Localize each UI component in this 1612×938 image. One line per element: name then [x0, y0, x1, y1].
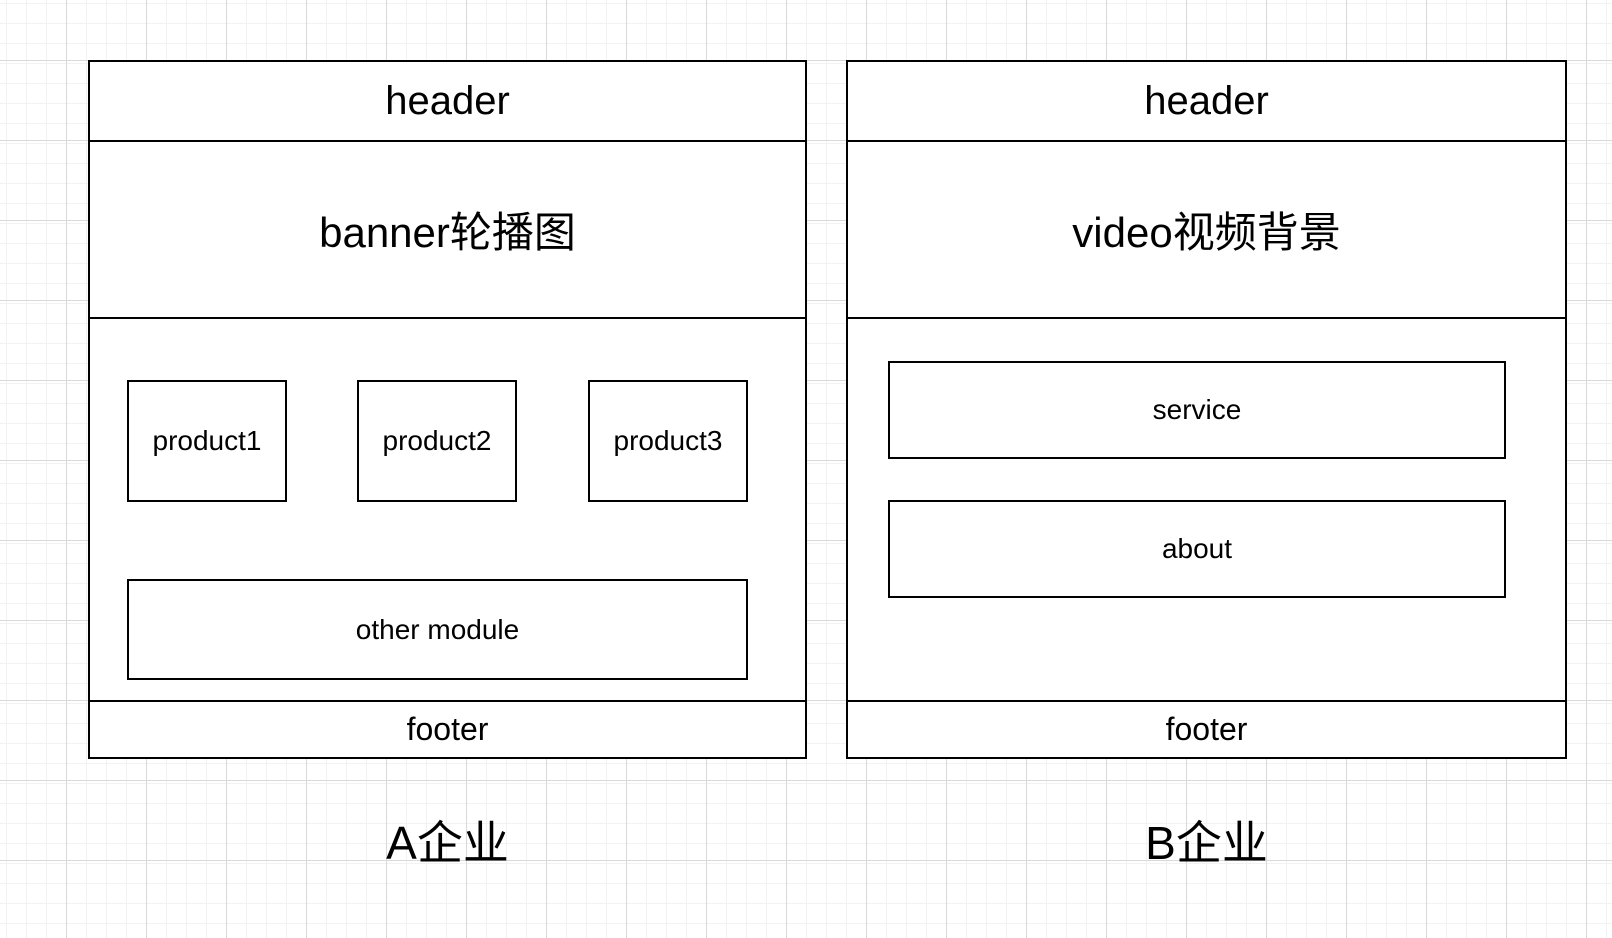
wireframe-b-caption-label: B企业 — [1145, 817, 1268, 869]
wireframe-a-footer-label: footer — [406, 711, 489, 747]
product2-label: product2 — [382, 425, 492, 456]
about-box: about — [888, 500, 1506, 598]
wireframe-a-caption: A企业 — [88, 800, 807, 880]
wireframe-a-header-label: header — [385, 78, 510, 123]
wireframe-b-caption: B企业 — [846, 800, 1567, 880]
wireframe-a-banner-band: banner轮播图 — [90, 142, 805, 319]
wireframe-b-header-label: header — [1144, 78, 1269, 123]
product1-box: product1 — [127, 380, 287, 502]
wireframe-b-video-band: video视频背景 — [848, 142, 1565, 319]
wireframe-a-header-band: header — [90, 62, 805, 142]
other-module-box: other module — [127, 579, 748, 680]
about-label: about — [1161, 533, 1233, 564]
service-label: service — [1152, 394, 1242, 425]
wireframe-a-caption-label: A企业 — [386, 817, 509, 869]
wireframe-a-content-band: product1 product2 product3 other module — [90, 319, 805, 700]
product1-label: product1 — [152, 425, 262, 456]
other-module-label: other module — [355, 613, 520, 645]
product3-label: product3 — [613, 425, 723, 456]
wireframe-b: header video视频背景 service about footer — [846, 60, 1567, 759]
wireframe-b-header-band: header — [848, 62, 1565, 142]
service-box: service — [888, 361, 1506, 459]
wireframe-b-video-label: video视频背景 — [1072, 209, 1341, 256]
wireframe-a: header banner轮播图 product1 product2 produ… — [88, 60, 807, 759]
wireframe-a-banner-label: banner轮播图 — [319, 209, 576, 256]
wireframe-b-content-band: service about — [848, 319, 1565, 700]
wireframe-b-footer-band: footer — [848, 700, 1565, 757]
product3-box: product3 — [588, 380, 748, 502]
product2-box: product2 — [357, 380, 517, 502]
wireframe-b-footer-label: footer — [1165, 711, 1248, 747]
wireframe-a-footer-band: footer — [90, 700, 805, 757]
